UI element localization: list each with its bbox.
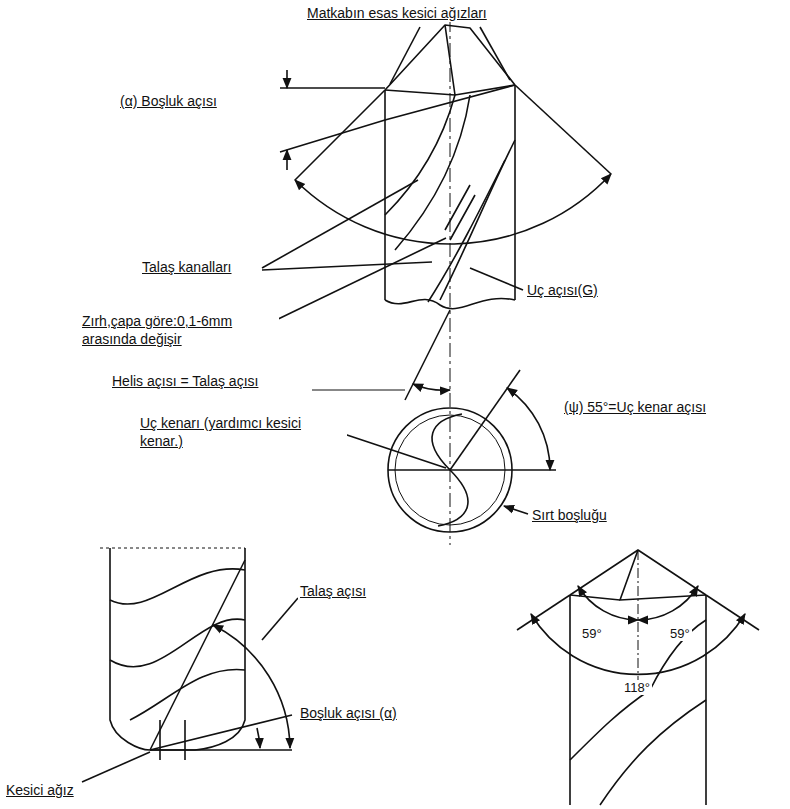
angle-label: (α) Boşluk açısı: [118, 92, 219, 110]
angle-label: Helis açısı = Talaş açısı: [110, 372, 260, 390]
angle-label: (ψ) 55°=Uç kenar açısı: [562, 398, 736, 416]
angle-value: 59°: [668, 626, 692, 641]
part-label: Sırt boşluğu: [530, 506, 609, 524]
part-label: Matkabın esas kesici ağızları: [305, 4, 489, 22]
part-label: Kesici ağız: [4, 781, 76, 799]
part-label: Uç kenarı (yardımcı kesici kenar.): [138, 414, 347, 450]
angle-label: Uç açısı(G): [525, 281, 600, 299]
part-label: Talaş kanalları: [140, 258, 234, 276]
angle-value: 118°: [622, 680, 652, 695]
angle-value: 59°: [580, 626, 604, 641]
angle-label: Talaş açısı: [298, 582, 368, 600]
note-label: Zırh,çapa göre:0,1-6mm arasında değişir: [80, 312, 279, 348]
angle-label: Boşluk açısı (α): [298, 704, 399, 722]
